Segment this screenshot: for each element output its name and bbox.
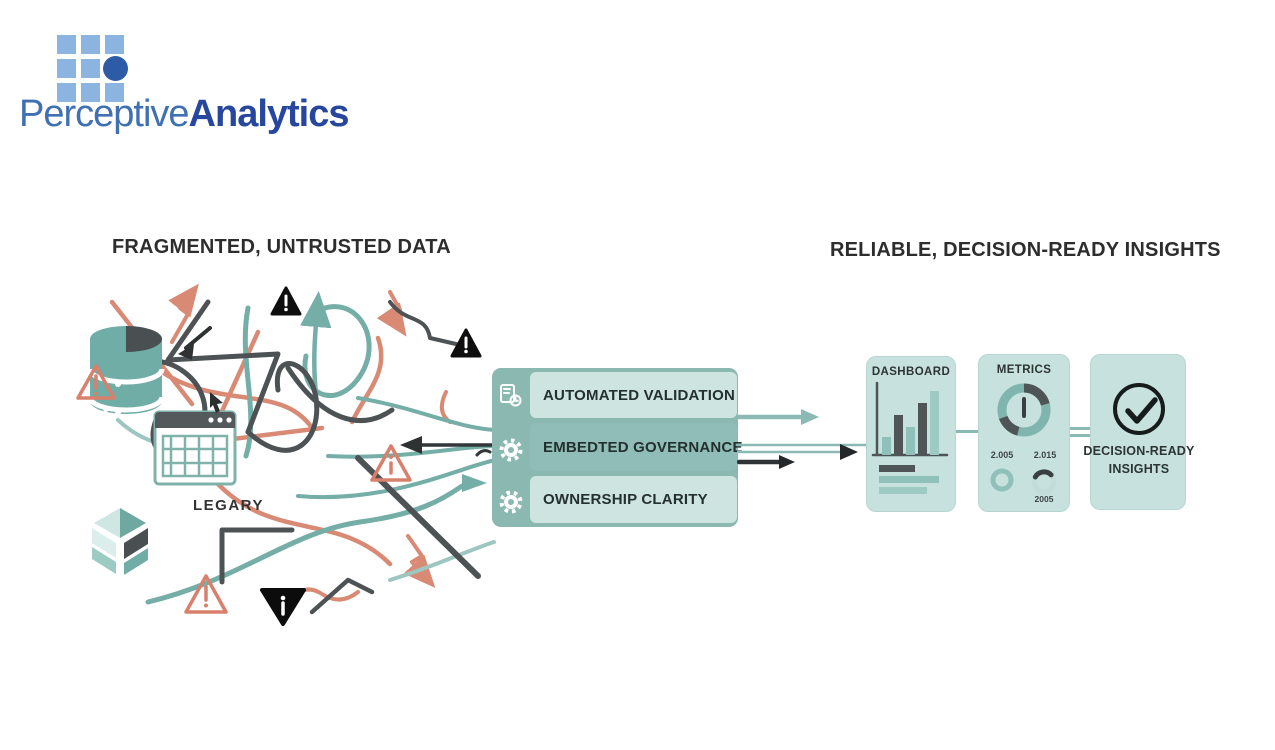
metrics-card: METRICS 2.005 2.015 2005 xyxy=(978,354,1070,512)
warning-triangle-icon xyxy=(76,364,116,400)
database-icon xyxy=(87,326,165,415)
legacy-table-icon xyxy=(153,410,237,486)
mini-donut-icon xyxy=(990,468,1014,492)
small-dark-arrowhead-icon xyxy=(178,344,194,360)
gauge-chart-icon: 2.005 2.015 2005 xyxy=(990,383,1057,504)
warning-triangle-icon xyxy=(370,444,412,482)
metric-value-right: 2.015 xyxy=(1034,450,1057,460)
governance-pipeline-panel: AUTOMATED VALIDATION EMBEDTED GOVERNANCE… xyxy=(492,368,742,527)
warning-triangle-icon xyxy=(184,574,228,614)
insights-line2: INSIGHTS xyxy=(1108,461,1170,476)
legacy-label: LEGARY xyxy=(193,497,264,514)
logo-square xyxy=(81,59,100,78)
pipeline-step-label: OWNERSHIP CLARITY xyxy=(543,491,708,508)
card-connector-line xyxy=(1070,434,1090,437)
insights-line1: DECISION-READY xyxy=(1083,444,1195,458)
pipeline-step-label: AUTOMATED VALIDATION xyxy=(543,386,736,404)
metric-value-left: 2.005 xyxy=(991,450,1014,460)
output-arrows xyxy=(737,409,869,469)
pipeline-step-automated-validation: AUTOMATED VALIDATION xyxy=(530,372,737,418)
inverted-alert-triangle-icon xyxy=(260,588,306,626)
logo-square xyxy=(57,83,76,102)
mini-gauge-icon xyxy=(1032,469,1054,480)
metric-value-bottom: 2005 xyxy=(1035,494,1054,504)
left-section-heading: FRAGMENTED, UNTRUSTED DATA xyxy=(112,236,451,258)
left-arrowhead-icon xyxy=(400,436,422,454)
logo-wordmark: PerceptiveAnalytics xyxy=(19,93,350,136)
logo-square xyxy=(57,59,76,78)
logo-word-perceptive: Perceptive xyxy=(19,93,190,135)
document-validation-icon xyxy=(500,384,522,407)
cursor-icon xyxy=(210,392,223,413)
logo-word-analytics: Analytics xyxy=(188,93,350,135)
card-title: METRICS xyxy=(996,364,1052,376)
logo-square xyxy=(57,35,76,54)
pipeline-step-label: EMBEDTED GOVERNANCE xyxy=(543,438,743,456)
tangle-illustration: LEGARY xyxy=(76,283,498,626)
teal-arrowhead-icon xyxy=(462,474,487,492)
insights-card: DECISION-READY INSIGHTS xyxy=(1083,354,1194,510)
dashboard-card: DASHBOARD xyxy=(866,356,956,512)
card-title: DASHBOARD xyxy=(871,366,951,378)
gear-icon xyxy=(499,490,523,514)
card-connector-line xyxy=(1070,427,1090,430)
logo-grid-icon xyxy=(57,35,131,103)
logo-square xyxy=(81,83,100,102)
pipeline-step-embedded-governance: EMBEDTED GOVERNANCE xyxy=(530,423,742,471)
logo-square xyxy=(105,83,124,102)
checkmark-circle-icon xyxy=(1113,383,1165,435)
right-section-heading: RELIABLE, DECISION-READY INSIGHTS xyxy=(830,239,1221,261)
gear-icon xyxy=(499,438,523,462)
cube-icon xyxy=(92,508,148,575)
alert-triangle-icon xyxy=(270,286,302,316)
logo-square xyxy=(81,35,100,54)
logo-dot-icon xyxy=(103,56,128,81)
card-connector-line xyxy=(956,430,978,433)
pipeline-step-ownership-clarity: OWNERSHIP CLARITY xyxy=(530,476,737,523)
alert-triangle-icon xyxy=(450,328,482,358)
bar-chart-icon xyxy=(871,381,949,494)
insights-card-label: DECISION-READY INSIGHTS xyxy=(1083,443,1195,478)
logo-square xyxy=(105,35,124,54)
